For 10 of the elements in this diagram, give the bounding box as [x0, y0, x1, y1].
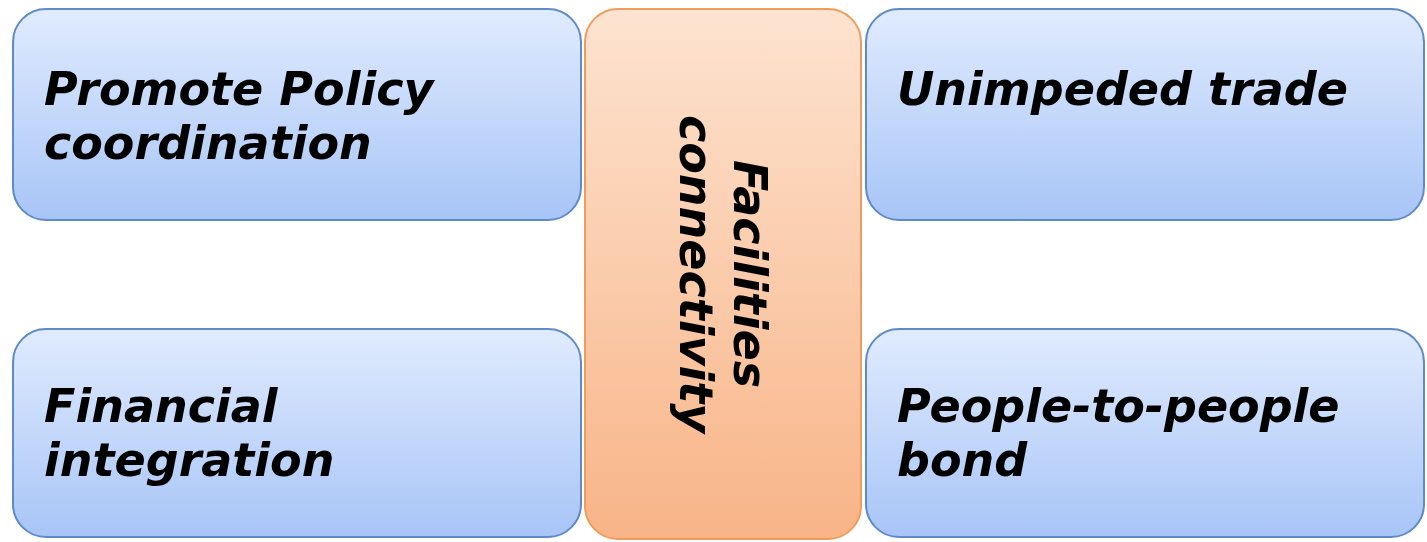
box-label: Financial integration — [44, 379, 336, 487]
box-label: Promote Policy coordination — [44, 62, 436, 170]
rounded-box — [12, 328, 582, 538]
rounded-box — [12, 8, 582, 221]
rounded-box — [865, 8, 1425, 221]
box-label: Unimpeded trade — [897, 62, 1348, 116]
rounded-box — [584, 8, 862, 540]
rounded-box — [865, 328, 1425, 538]
box-label: Facilities connectivity — [669, 113, 777, 436]
box-label: People-to-people bond — [897, 379, 1341, 487]
